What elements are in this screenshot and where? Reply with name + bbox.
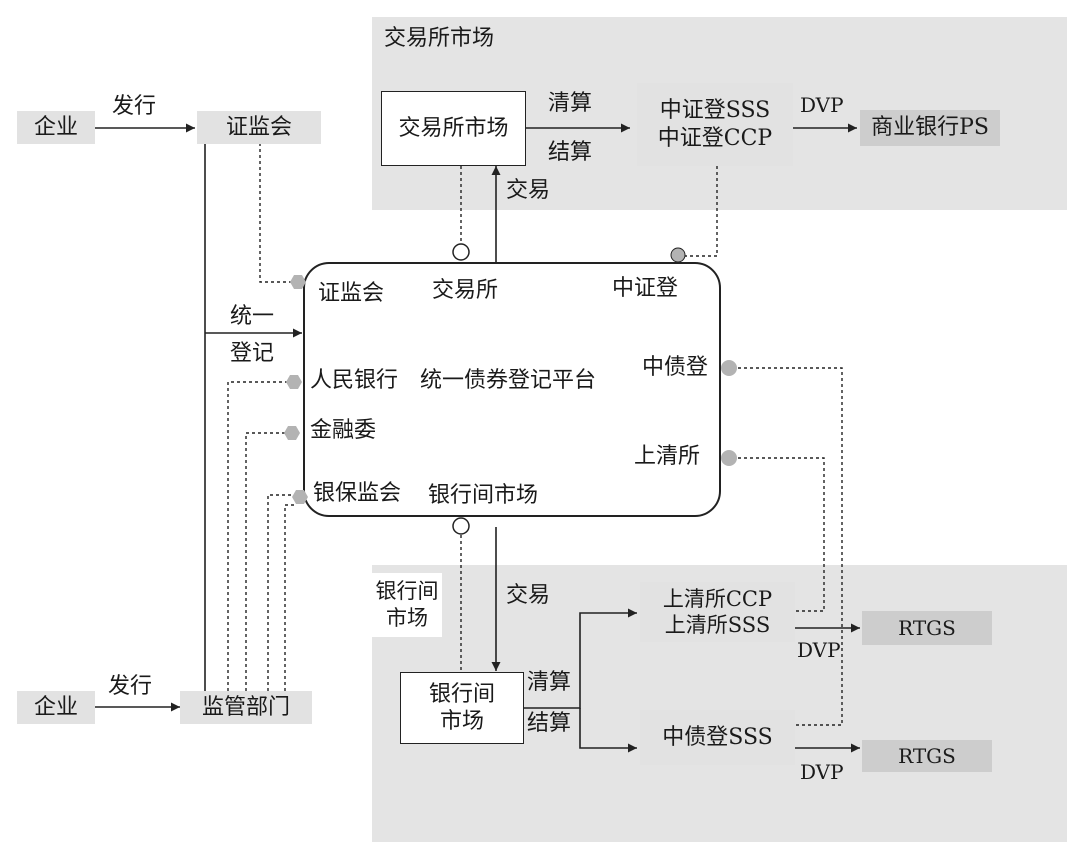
interbank-sss-arrow bbox=[579, 708, 637, 753]
platform-csdc-label: 中证登 bbox=[612, 276, 679, 301]
ccdc-node bbox=[721, 360, 737, 376]
shch-ccp-sss-box: 上清所CCP 上清所SSS bbox=[640, 582, 795, 642]
csdc-node bbox=[670, 247, 686, 263]
interbank-side-label: 银行间 市场 bbox=[372, 573, 442, 637]
exchange-trade-label: 交易 bbox=[506, 178, 551, 203]
interbank-market-box: 银行间 市场 bbox=[400, 672, 524, 744]
cbirc-node bbox=[292, 490, 308, 504]
cbirc-dotted-link-b bbox=[284, 504, 296, 691]
ccdc-dotted-link bbox=[738, 367, 843, 726]
interbank-node bbox=[452, 517, 470, 535]
fsdc-dotted-link bbox=[245, 432, 286, 691]
platform-center-label: 统一债券登记平台 bbox=[420, 368, 597, 393]
csdc-ccp-label: 中证登CCP bbox=[657, 125, 773, 151]
interbank-side-line-1: 银行间 bbox=[375, 578, 439, 603]
csdc-sss-ccp-box: 中证登SSS 中证登CCP bbox=[637, 83, 793, 166]
shch-ccp-label: 上清所CCP bbox=[662, 586, 773, 611]
ccdc-dvp-label: DVP bbox=[800, 760, 844, 784]
csdc-sss-label: 中证登SSS bbox=[659, 98, 771, 123]
interbank-side-line-2: 市场 bbox=[386, 606, 428, 630]
interbank-settlement-label: 结算 bbox=[527, 711, 572, 736]
issue-label-top: 发行 bbox=[112, 94, 157, 119]
csrc-dotted-link bbox=[259, 143, 296, 283]
platform-cbirc-label: 银保监会 bbox=[313, 481, 402, 506]
enterprise-box-bottom: 企业 bbox=[17, 691, 95, 724]
regulator-box: 监管部门 bbox=[180, 691, 312, 724]
exchange-settlement-label: 结算 bbox=[548, 140, 593, 165]
exchange-clearing-label: 清算 bbox=[548, 91, 593, 116]
pboc-node bbox=[286, 375, 302, 389]
unified-register-label-2: 登记 bbox=[230, 341, 275, 366]
enterprise-box-top: 企业 bbox=[17, 111, 95, 144]
platform-pboc-label: 人民银行 bbox=[310, 368, 399, 393]
ccdc-sss-box: 中债登SSS bbox=[640, 710, 795, 765]
exchange-node bbox=[452, 243, 470, 261]
commercial-bank-ps-box: 商业银行PS bbox=[860, 110, 1000, 146]
exchange-market-box: 交易所市场 bbox=[381, 91, 526, 166]
platform-exchange-label: 交易所 bbox=[432, 278, 499, 303]
unified-bond-registration-platform bbox=[303, 262, 721, 517]
shch-dotted-link bbox=[738, 457, 825, 612]
pboc-dotted-link bbox=[227, 381, 292, 691]
exchange-region-title: 交易所市场 bbox=[384, 26, 495, 51]
platform-interbank-label: 银行间市场 bbox=[428, 483, 539, 508]
platform-fsdc-label: 金融委 bbox=[310, 418, 377, 443]
platform-ccdc-label: 中债登 bbox=[642, 355, 709, 380]
exchange-dvp-label: DVP bbox=[800, 93, 844, 117]
interbank-box-line-1: 银行间 bbox=[428, 681, 495, 707]
interbank-trade-label: 交易 bbox=[506, 583, 551, 608]
shch-dvp-label: DVP bbox=[797, 638, 841, 662]
shch-node bbox=[721, 450, 737, 466]
csrc-node bbox=[290, 275, 306, 289]
shch-sss-label: 上清所SSS bbox=[664, 613, 771, 637]
rtgs-box-1: RTGS bbox=[862, 611, 992, 645]
fsdc-node bbox=[284, 426, 300, 440]
platform-csrc-label: 证监会 bbox=[318, 281, 385, 306]
interbank-box-line-2: 市场 bbox=[439, 709, 484, 734]
issue-label-bottom: 发行 bbox=[108, 674, 153, 699]
platform-shch-label: 上清所 bbox=[634, 444, 701, 469]
unified-register-label-1: 统一 bbox=[230, 304, 275, 329]
csrc-box-top: 证监会 bbox=[197, 111, 321, 144]
interbank-clearing-label: 清算 bbox=[527, 670, 572, 695]
interbank-ccp-arrow bbox=[524, 608, 637, 709]
rtgs-box-2: RTGS bbox=[862, 740, 992, 772]
csdc-dotted-link bbox=[684, 166, 718, 257]
